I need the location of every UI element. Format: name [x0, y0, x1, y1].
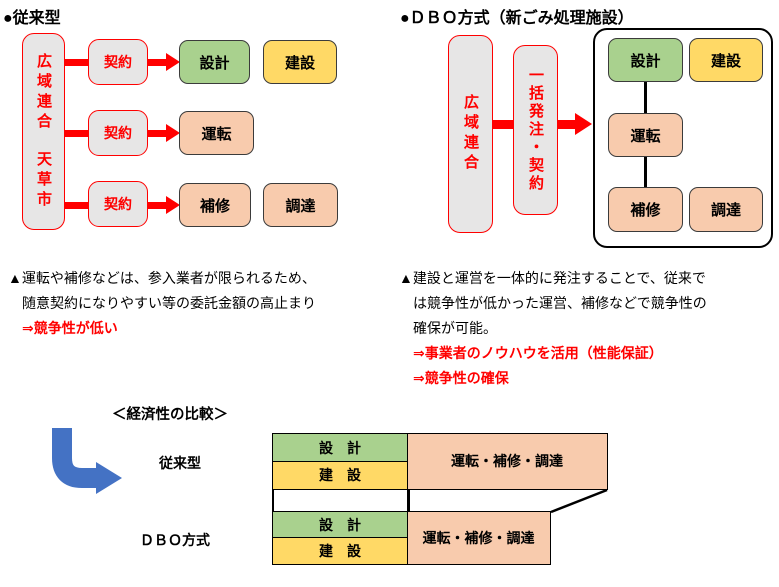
conventional-construction-box: 建設: [263, 40, 337, 84]
contract-label: 契約: [104, 125, 132, 141]
note-line: 確保が可能。: [413, 320, 497, 336]
red-arrow-head: [166, 53, 180, 71]
conventional-authority-box: 広域連合 天草市: [22, 33, 65, 230]
connector-line: [644, 82, 647, 113]
reduction-diagonal-line: [550, 488, 608, 514]
red-arrow-head: [575, 113, 592, 135]
contract-box-1: 契約: [88, 39, 148, 85]
conventional-design-bar: 設 計: [272, 433, 408, 462]
red-arrow-head: [166, 196, 180, 214]
red-stub: [492, 120, 513, 129]
red-stub: [64, 130, 89, 137]
conventional-construction-bar: 建 設: [272, 460, 408, 490]
dbo-repair-box: 補修: [608, 187, 683, 232]
authority-lower-label: 天草市: [35, 150, 52, 211]
note-line: ▲運転や補修などは、参入業者が限られるため、: [8, 270, 316, 286]
note-conclusion: ⇒競争性が低い: [22, 320, 118, 336]
red-arrow-shaft: [557, 120, 577, 129]
design-label: 設 計: [319, 516, 361, 533]
authority-upper-label: 広域連合: [35, 52, 52, 133]
red-arrow-shaft: [147, 59, 168, 66]
contract-box-3: 契約: [88, 181, 148, 227]
conventional-procurement-box: 調達: [263, 183, 338, 227]
note-conclusion: ⇒事業者のノウハウを活用（性能保証）: [413, 345, 663, 361]
red-stub: [64, 202, 89, 209]
gap-tick: [407, 489, 410, 511]
dbo-operation-box: 運転: [608, 113, 683, 157]
blue-elbow-arrow-icon: [52, 428, 122, 494]
comparison-dbo-label: ＤＢＯ方式: [140, 532, 210, 548]
red-stub: [64, 59, 89, 66]
procurement-label: 調達: [285, 197, 316, 215]
dbo-design-box: 設計: [608, 38, 683, 82]
repair-label: 補修: [630, 202, 661, 219]
procurement-label: 調達: [710, 202, 741, 219]
comparison-title: ＜経済性の比較＞: [112, 407, 228, 423]
conventional-repair-box: 補修: [179, 183, 251, 227]
construction-label: 建設: [710, 52, 741, 70]
construction-label: 建 設: [319, 543, 361, 559]
note-conclusion: ⇒競争性の確保: [413, 370, 509, 386]
dbo-operation-bar: 運転・補修・調達: [406, 511, 551, 565]
dbo-heading: ●ＤＢＯ方式（新ごみ処理施設）: [400, 10, 634, 27]
construction-label: 建 設: [319, 467, 361, 483]
dbo-procurement-box: 調達: [689, 187, 763, 232]
contract-label: 契約: [104, 54, 132, 70]
design-label: 設計: [630, 52, 661, 70]
dbo-construction-box: 建設: [689, 38, 763, 82]
design-label: 設 計: [319, 439, 361, 456]
authority-label: 広域連合: [462, 94, 479, 174]
comparison-conventional-label: 従来型: [159, 455, 201, 471]
connector-line: [644, 157, 647, 187]
conventional-operation-box: 運転: [179, 111, 254, 155]
gap-tick: [271, 489, 274, 511]
conventional-design-box: 設計: [179, 40, 250, 84]
dbo-construction-bar: 建 設: [272, 537, 408, 565]
design-label: 設計: [199, 54, 230, 72]
red-arrow-shaft: [147, 202, 168, 209]
dbo-design-bar: 設 計: [272, 511, 408, 539]
dbo-authority-box: 広域連合: [448, 35, 493, 233]
contract-box-2: 契約: [88, 110, 148, 156]
operation-bundle-label: 運転・補修・調達: [422, 530, 535, 546]
contract-label: 契約: [104, 196, 132, 212]
operation-label: 運転: [630, 127, 661, 145]
bulk-order-label: 一括発注・契約: [527, 67, 544, 193]
red-arrow-head: [166, 124, 180, 142]
dbo-note: ▲建設と運営を一体的に発注することで、従来で は競争性が低かった運営、補修などで…: [399, 266, 707, 391]
dbo-bulk-order-box: 一括発注・契約: [513, 45, 558, 215]
note-line: は競争性が低かった運営、補修などで競争性の: [413, 295, 707, 311]
construction-label: 建設: [284, 54, 315, 72]
red-arrow-shaft: [147, 130, 168, 137]
repair-label: 補修: [199, 197, 230, 215]
operation-label: 運転: [201, 125, 232, 143]
operation-bundle-label: 運転・補修・調達: [451, 453, 563, 470]
conventional-operation-bar: 運転・補修・調達: [406, 433, 608, 490]
note-line: 随意契約になりやすい等の委託金額の高止まり: [22, 295, 316, 311]
conventional-heading: ●従来型: [3, 10, 61, 27]
conventional-note: ▲運転や補修などは、参入業者が限られるため、 随意契約になりやすい等の委託金額の…: [8, 266, 316, 341]
note-line: ▲建設と運営を一体的に発注することで、従来で: [399, 270, 706, 286]
